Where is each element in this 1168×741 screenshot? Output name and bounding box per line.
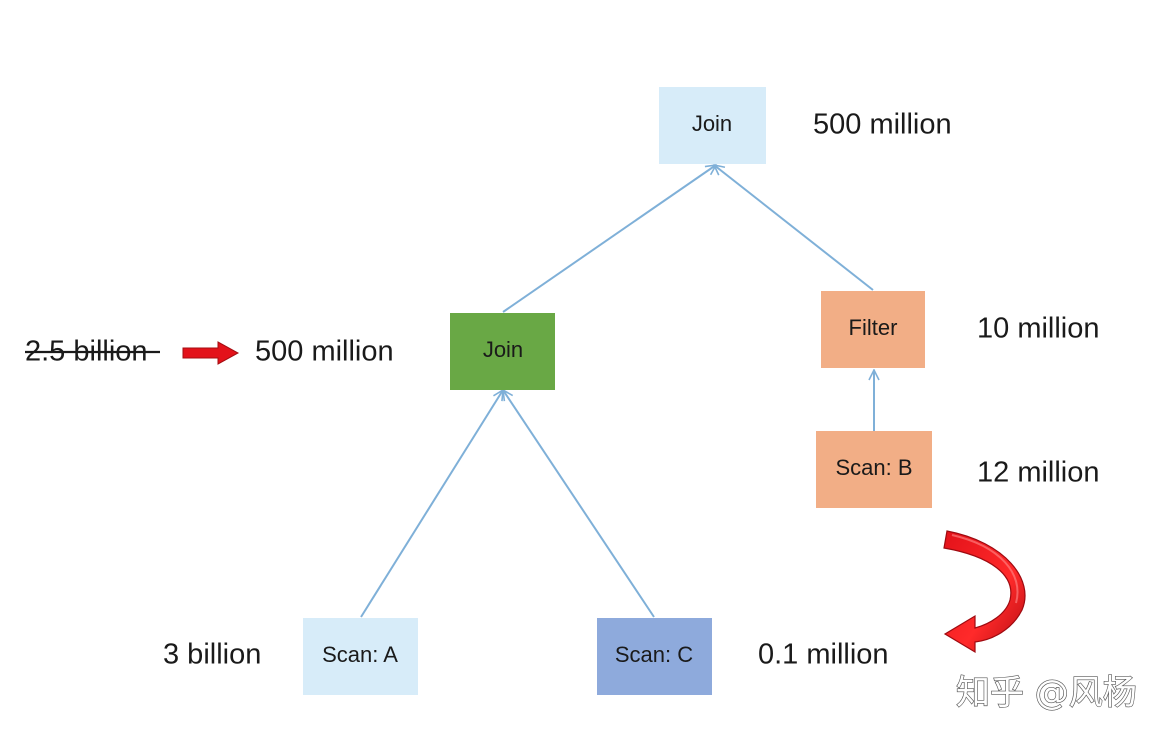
red-right-arrow-icon — [182, 341, 240, 365]
watermark: 知乎 @风杨 — [956, 673, 1137, 713]
node-scan-a-label: Scan: A — [322, 642, 398, 667]
node-scan-b-label: Scan: B — [835, 455, 912, 480]
node-join-left: Join — [450, 313, 555, 390]
edge-filter-to-join-top — [714, 165, 874, 291]
count-scan-a: 3 billion — [163, 639, 261, 671]
count-filter: 10 million — [977, 313, 1100, 345]
node-join-left-box — [450, 313, 555, 390]
edge-scan-a-to-join-left — [360, 390, 503, 618]
count-scan-c: 0.1 million — [758, 639, 889, 671]
edge-join-left-to-join-top — [502, 165, 716, 313]
node-scan-b: Scan: B — [816, 431, 932, 508]
join-left-estimate: 2.5 billion 500 million — [25, 336, 394, 368]
red-curved-arrow-icon — [943, 530, 1026, 654]
node-scan-a: Scan: A — [303, 618, 418, 695]
node-scan-b-box — [816, 431, 932, 508]
count-join-left-new: 500 million — [255, 336, 394, 368]
node-filter-box — [821, 291, 925, 368]
node-join-top: Join — [659, 87, 766, 164]
node-filter: Filter — [821, 291, 925, 368]
node-scan-c: Scan: C — [597, 618, 712, 695]
node-scan-c-box — [597, 618, 712, 695]
edges — [360, 165, 874, 618]
node-join-top-box — [659, 87, 766, 164]
count-scan-b: 12 million — [977, 457, 1100, 489]
node-scan-a-box — [303, 618, 418, 695]
node-scan-c-label: Scan: C — [615, 642, 693, 667]
count-join-top: 500 million — [813, 109, 952, 141]
edge-scan-c-to-join-left — [503, 390, 655, 618]
node-filter-label: Filter — [849, 315, 898, 340]
node-join-left-label: Join — [483, 337, 523, 362]
node-join-top-label: Join — [692, 111, 732, 136]
